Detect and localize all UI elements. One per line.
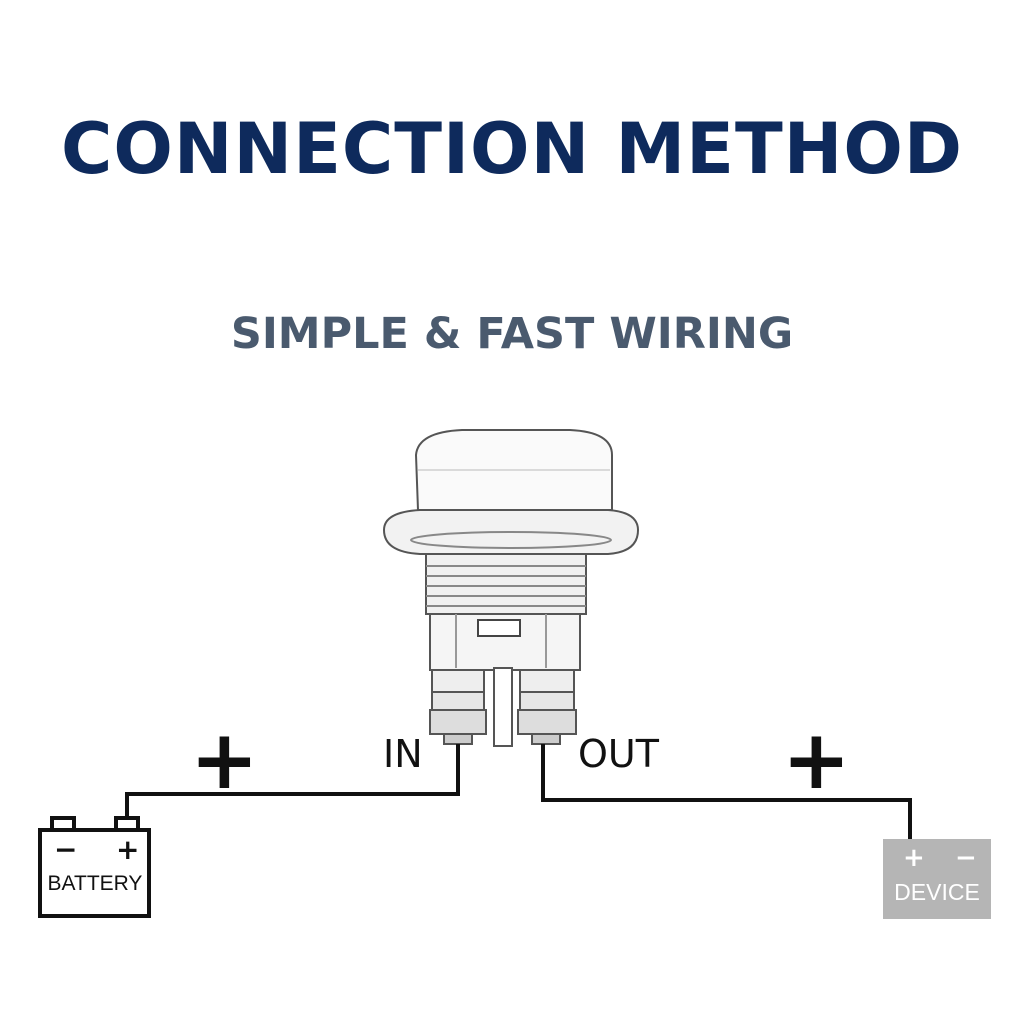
- in-label: IN: [383, 732, 423, 776]
- switch-illustration: [382, 429, 640, 747]
- device-label: DEVICE: [894, 879, 980, 905]
- page-subtitle: SIMPLE & FAST WIRING: [230, 309, 794, 359]
- page-title: CONNECTION METHOD: [61, 108, 963, 190]
- device-plus-sign: +: [903, 843, 925, 873]
- device-icon: + − DEVICE: [883, 839, 991, 919]
- wire-out: [541, 744, 912, 840]
- out-polarity-plus: +: [782, 713, 851, 808]
- battery-plus-sign: +: [116, 833, 140, 866]
- device-minus-sign: −: [955, 843, 977, 873]
- in-polarity-plus: +: [190, 713, 259, 808]
- battery-minus-sign: −: [54, 833, 78, 866]
- out-label: OUT: [578, 732, 659, 776]
- wire-in: [125, 744, 460, 820]
- battery-icon: [38, 816, 151, 918]
- battery-label: BATTERY: [47, 872, 143, 895]
